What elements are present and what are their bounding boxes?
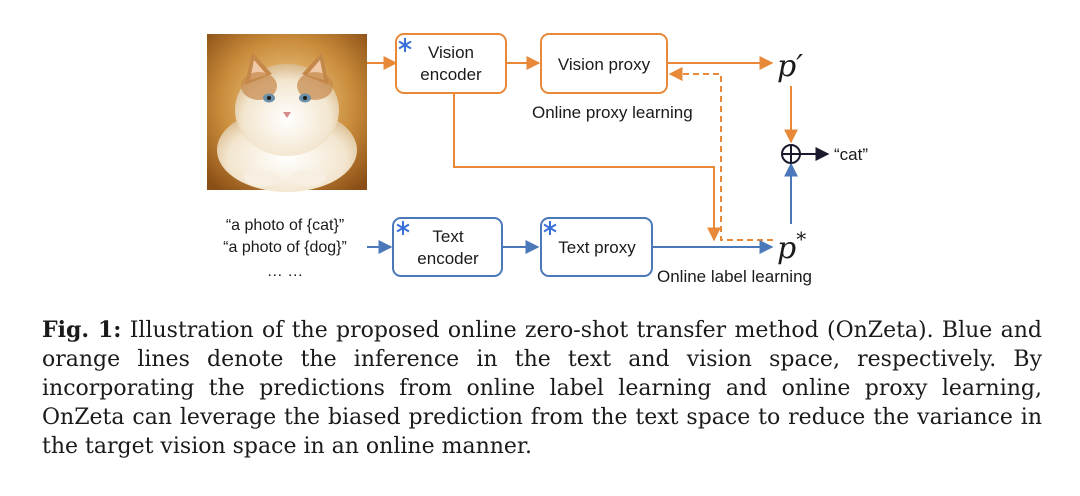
output-label: “cat” [834,145,868,164]
text-encoder-box [392,217,503,277]
text-proxy-label: Text proxy [558,238,636,257]
prompt-dog: “a photo of {dog}” [223,239,347,256]
vision-encoder-line1: Vision [428,43,474,62]
vision-encoder-box [395,33,507,94]
text-proxy-box [540,217,653,277]
caption-prefix: Fig. 1: [42,317,122,343]
figure-caption: Fig. 1: Illustration of the proposed onl… [42,316,1042,461]
prompt-ellipsis: … … [267,263,303,280]
p-star-sup: * [796,227,806,251]
cat-photo [207,34,367,192]
prompt-cat: “a photo of {cat}” [226,217,344,234]
p-star-label: p* [777,227,806,266]
circled-plus-icon [781,144,801,164]
p-prime-label: p′ [777,49,803,84]
vision-encoder-line2: encoder [420,65,482,84]
text-encoder-line1: Text [432,227,463,246]
vision-proxy-label: Vision proxy [558,55,651,74]
p-star-base: p [777,231,796,266]
online-proxy-learning-label: Online proxy learning [532,103,693,122]
text-encoder-line2: encoder [417,249,479,268]
method-diagram: Vision encoder Vision proxy Online proxy… [207,33,868,286]
caption-text: Illustration of the proposed online zero… [42,318,1042,459]
online-label-learning-label: Online label learning [657,267,812,286]
vision-proxy-box [540,33,668,94]
